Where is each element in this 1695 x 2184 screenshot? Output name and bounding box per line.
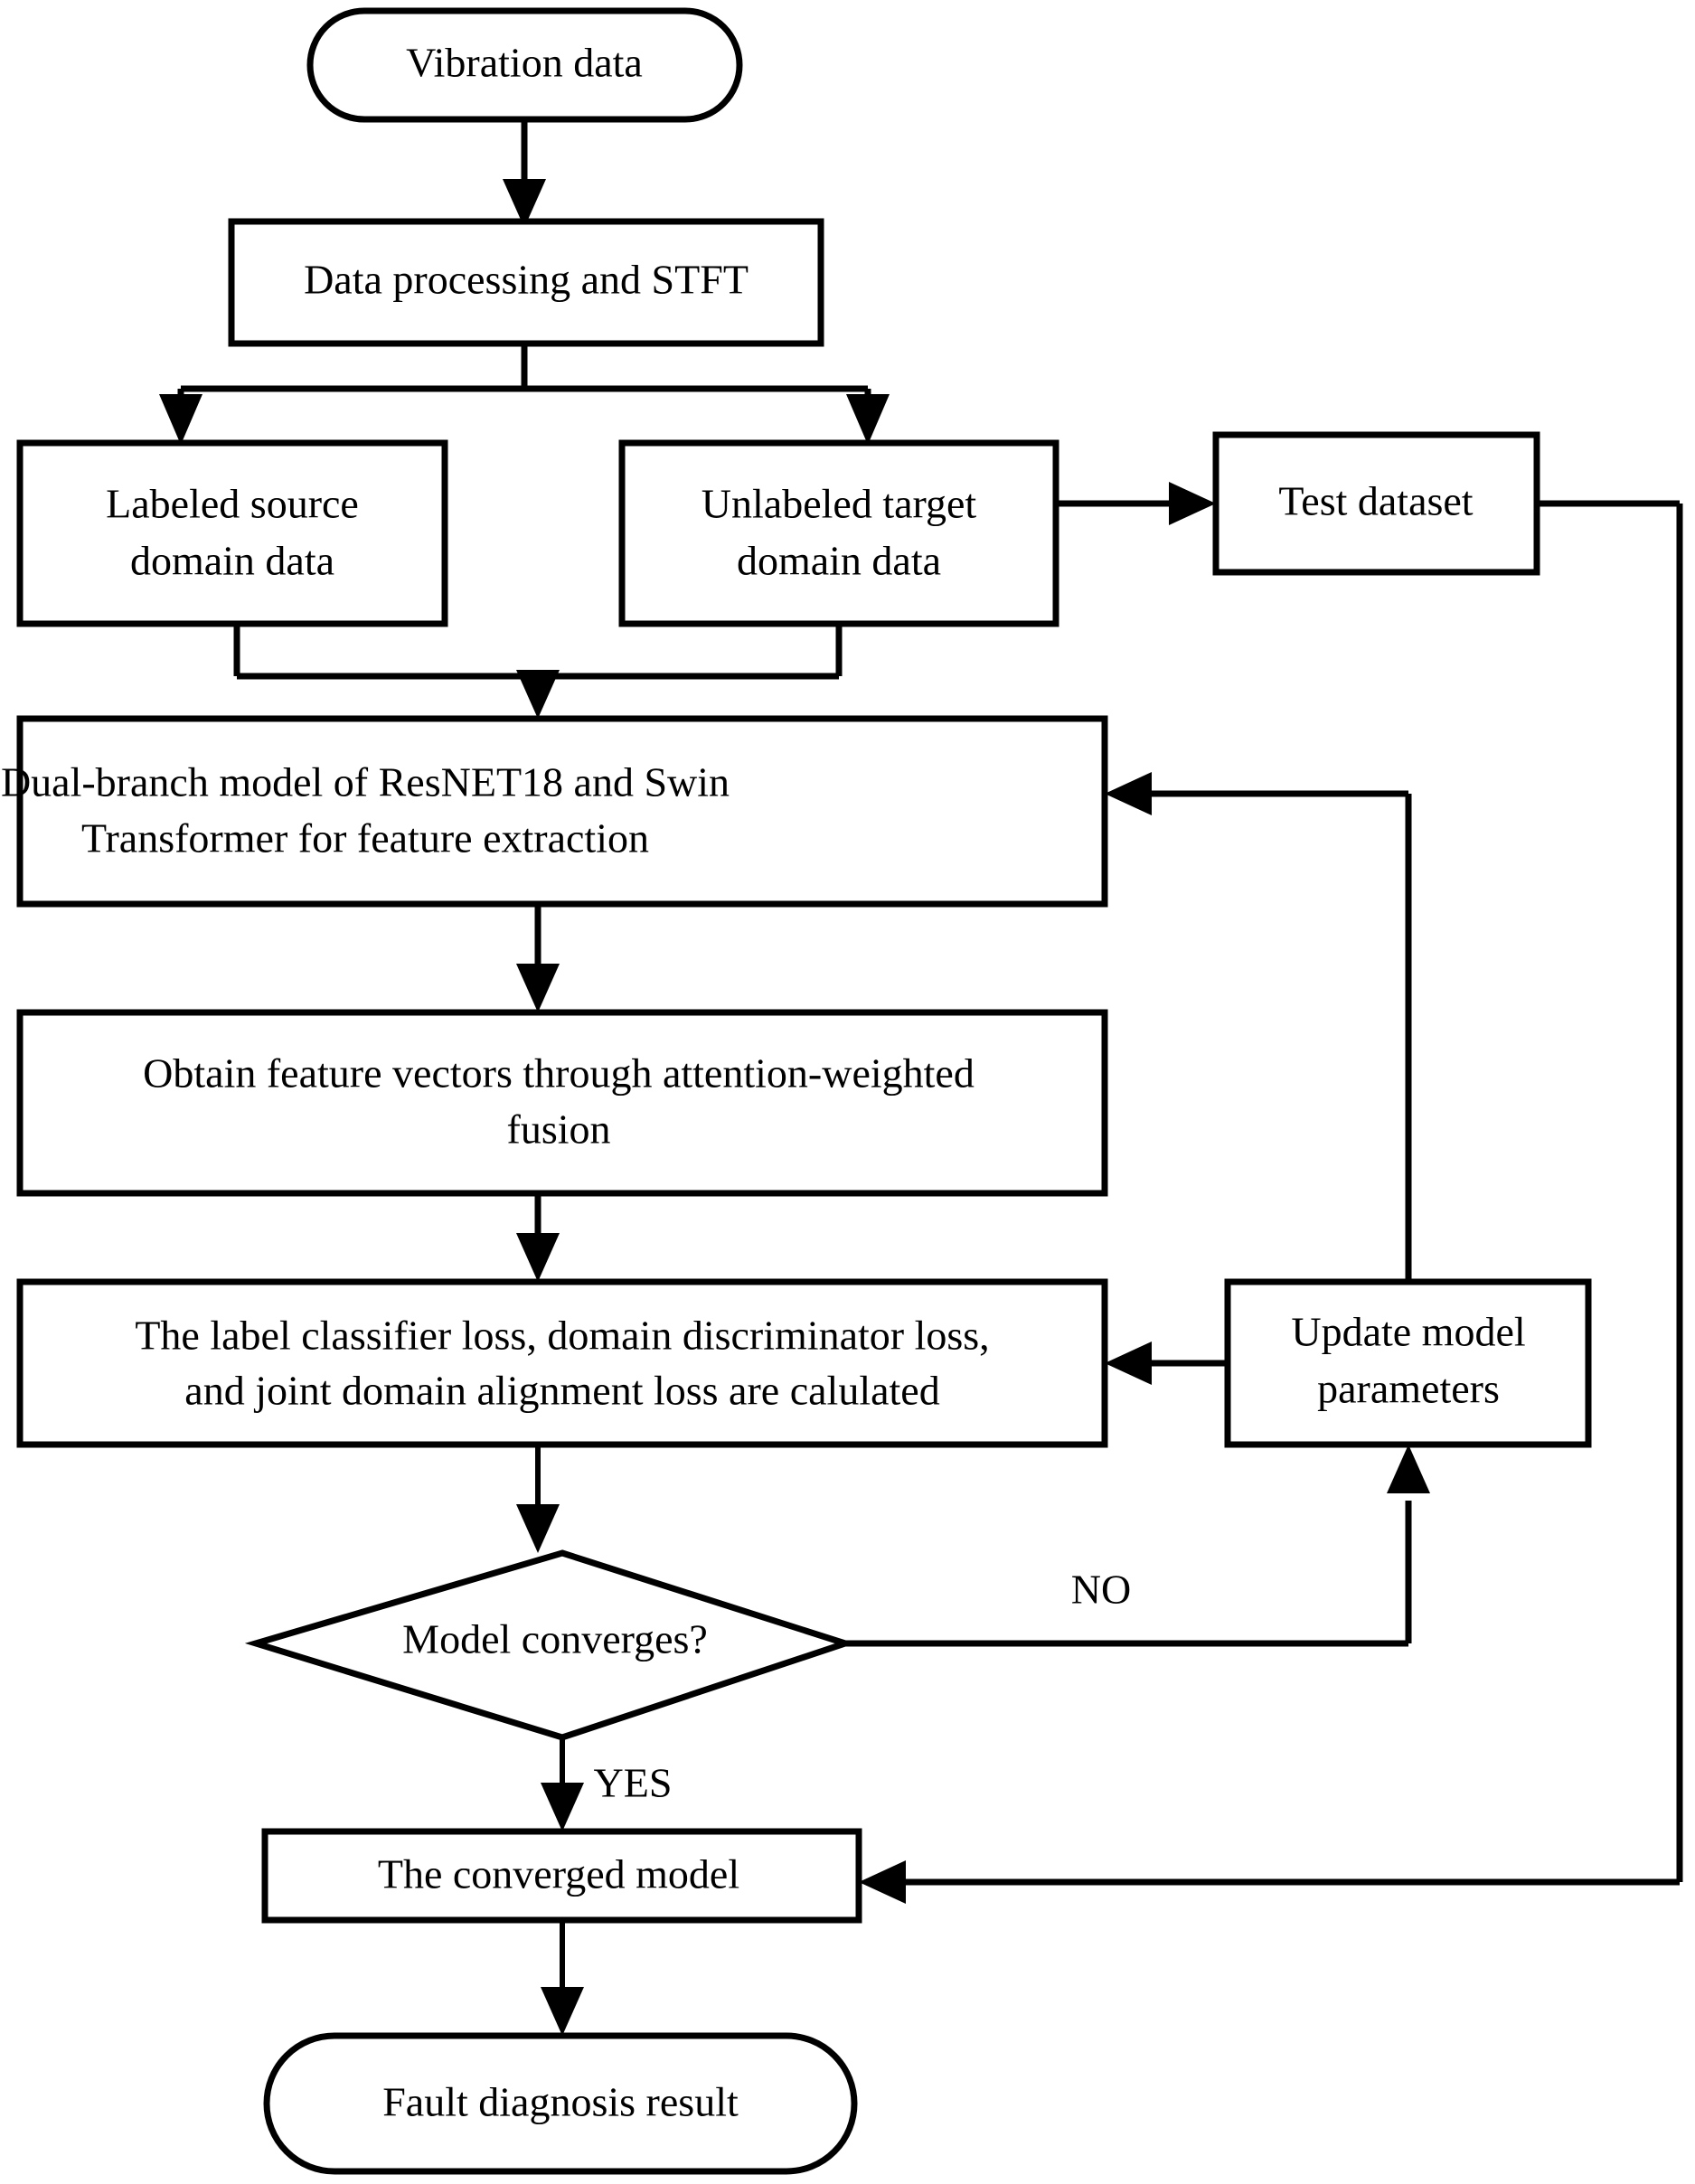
edge-decision-yes-to-converged <box>541 1737 584 1831</box>
node-update-parameters-line2: parameters <box>1317 1366 1500 1412</box>
node-dual-branch-line1: Dual-branch model of ResNET18 and Swin <box>1 759 730 805</box>
edge-update-to-loss <box>1105 1341 1228 1385</box>
edge-decision-no-to-update <box>845 1445 1430 1647</box>
node-loss-calculation-line2: and joint domain alignment loss are calu… <box>184 1368 939 1414</box>
edge-target-to-testdataset <box>1056 482 1216 525</box>
edge-vibration-to-processing <box>503 119 546 228</box>
node-decision-converges[interactable]: Model converges? <box>244 1549 856 1741</box>
node-unlabeled-target[interactable]: Unlabeled target domain data <box>618 439 1059 627</box>
edge-label-no: NO <box>1071 1567 1131 1613</box>
edge-update-to-dualbranch <box>1105 772 1412 1282</box>
node-loss-calculation-line1: The label classifier loss, domain discri… <box>135 1313 989 1359</box>
edge-sources-merge-to-dualbranch <box>233 624 843 719</box>
node-decision-label: Model converges? <box>402 1616 708 1662</box>
node-test-dataset-label: Test dataset <box>1278 478 1473 524</box>
node-loss-calculation[interactable]: The label classifier loss, domain discri… <box>16 1278 1108 1448</box>
node-test-dataset[interactable]: Test dataset <box>1212 431 1540 576</box>
node-converged-model-label: The converged model <box>378 1851 739 1897</box>
edge-converged-to-result <box>541 1920 584 2036</box>
edge-dualbranch-to-fusion <box>516 904 560 1012</box>
node-data-processing[interactable]: Data processing and STFT <box>228 218 824 347</box>
node-feature-fusion[interactable]: Obtain feature vectors through attention… <box>16 1009 1108 1197</box>
edge-fusion-to-loss <box>516 1193 560 1282</box>
node-unlabeled-target-line1: Unlabeled target <box>702 481 977 527</box>
edge-loss-to-decision <box>516 1445 560 1553</box>
node-update-parameters-line1: Update model <box>1291 1309 1525 1355</box>
node-labeled-source-line1: Labeled source <box>106 481 359 527</box>
node-feature-fusion-line2: fusion <box>507 1106 611 1153</box>
node-dual-branch-line2: Transformer for feature extraction <box>81 815 649 861</box>
node-update-parameters[interactable]: Update model parameters <box>1224 1278 1592 1448</box>
node-feature-fusion-line1: Obtain feature vectors through attention… <box>143 1050 975 1097</box>
node-data-processing-label: Data processing and STFT <box>304 257 749 303</box>
edge-label-yes: YES <box>594 1760 673 1806</box>
node-unlabeled-target-line2: domain data <box>737 538 941 584</box>
node-labeled-source[interactable]: Labeled source domain data <box>16 439 448 627</box>
node-labeled-source-line2: domain data <box>130 538 334 584</box>
node-converged-model[interactable]: The converged model <box>261 1828 862 1924</box>
node-dual-branch[interactable]: Dual-branch model of ResNET18 and Swin T… <box>1 715 1108 908</box>
node-fault-result-label: Fault diagnosis result <box>382 2079 739 2125</box>
node-vibration-data-label: Vibration data <box>406 40 643 86</box>
edge-testdataset-to-converged <box>859 500 1683 1904</box>
node-fault-result[interactable]: Fault diagnosis result <box>263 2032 858 2175</box>
edge-processing-split <box>159 344 890 445</box>
node-vibration-data[interactable]: Vibration data <box>306 7 743 123</box>
